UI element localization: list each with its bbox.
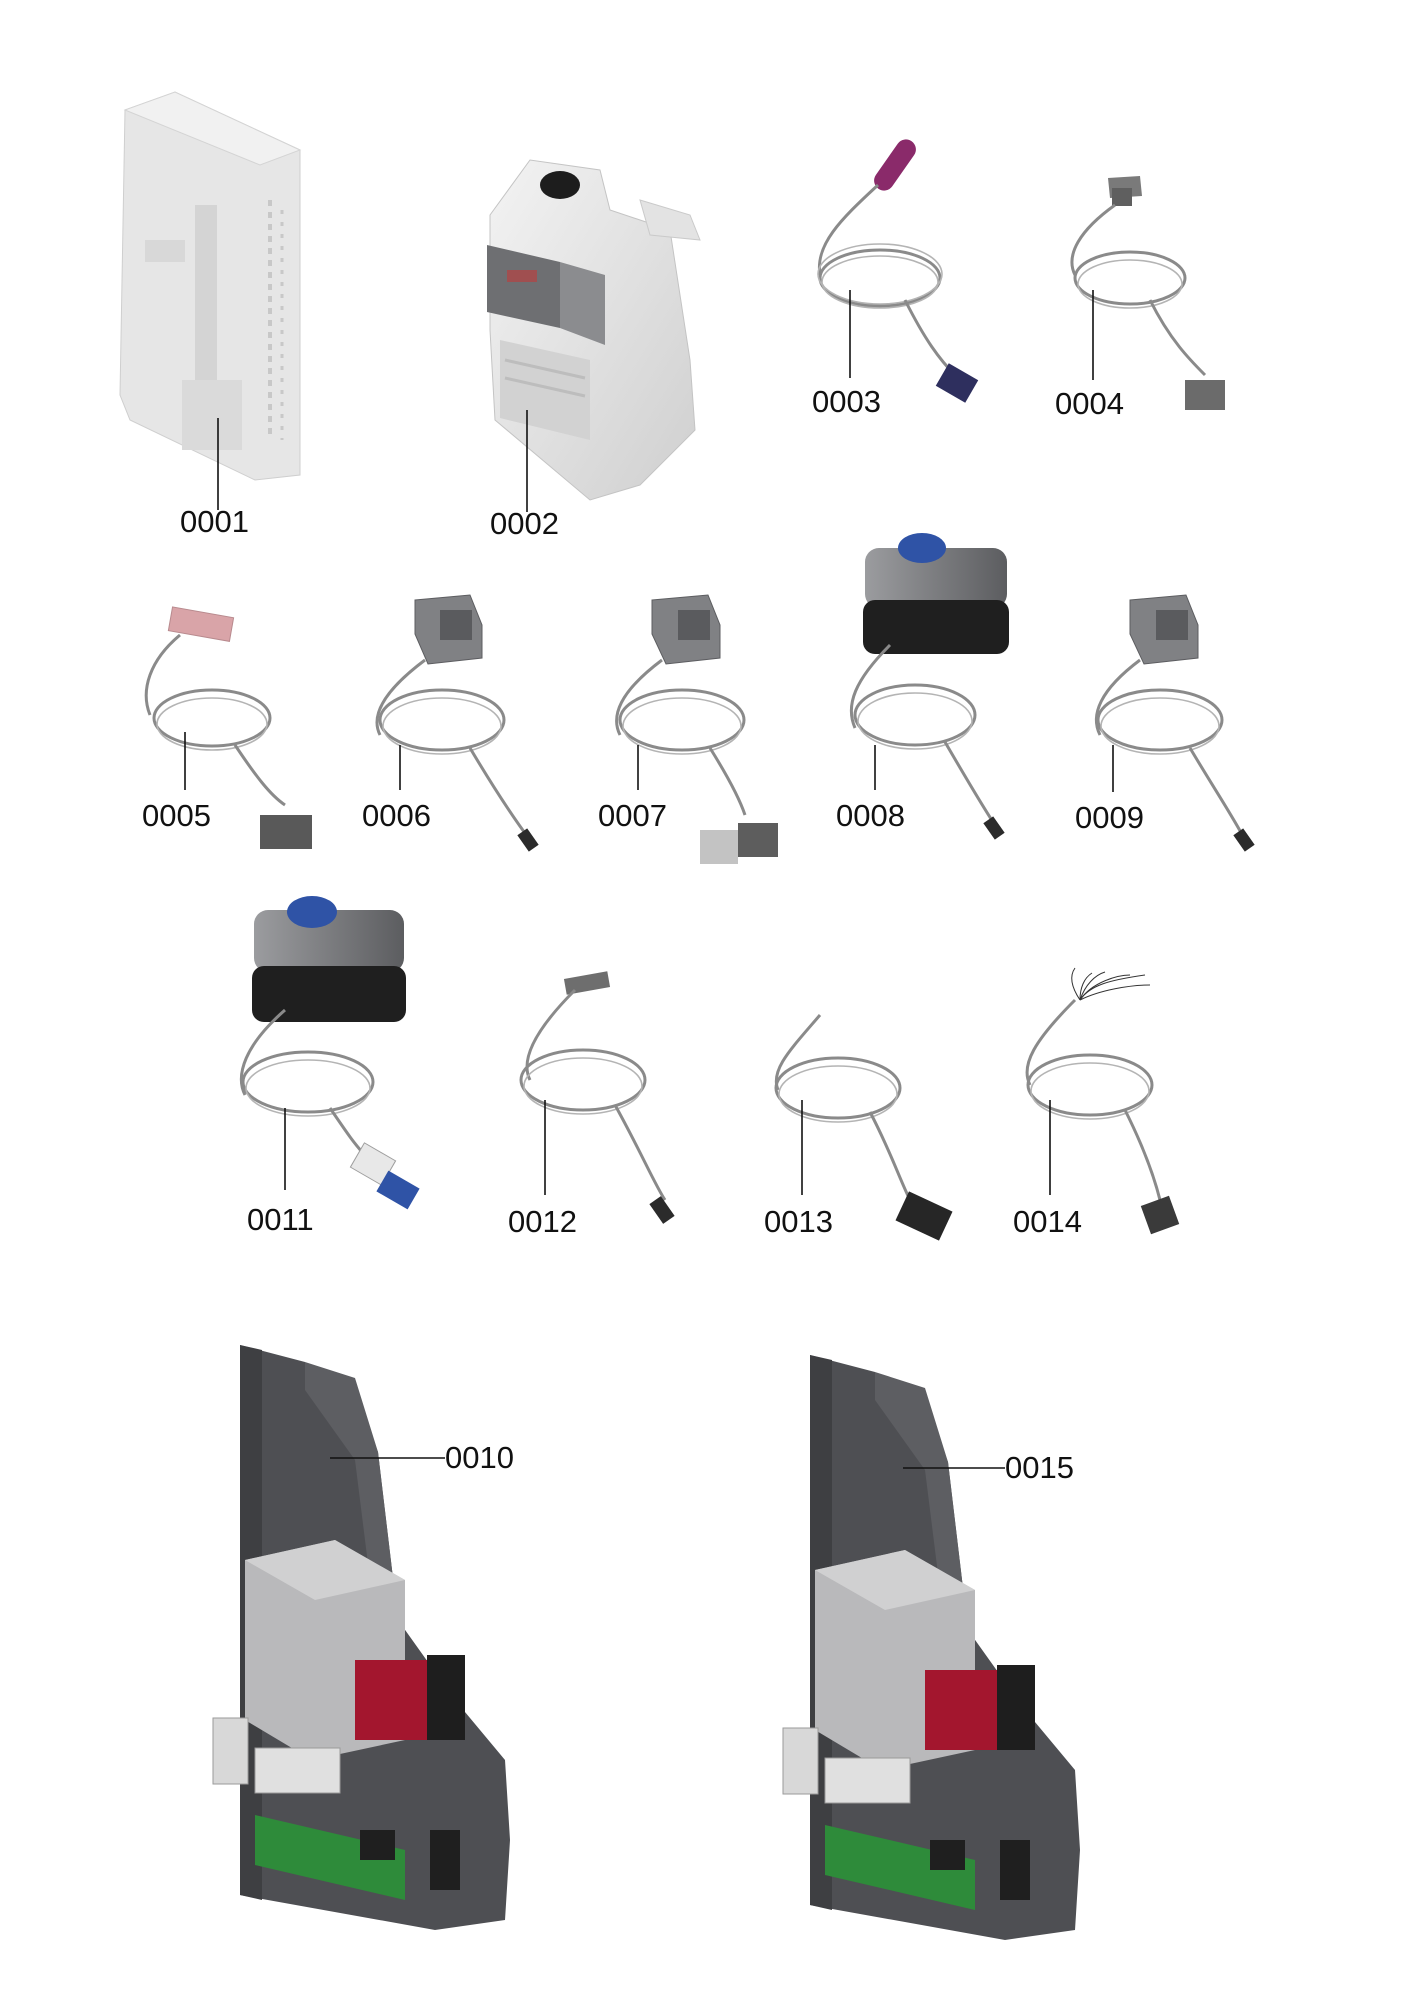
- cable-actuator-illustration: [849, 533, 1009, 840]
- part-label: 0003: [812, 384, 881, 419]
- part-label: 0004: [1055, 386, 1124, 421]
- part-label: 0014: [1013, 1204, 1082, 1239]
- part-0010: 0010: [212, 1345, 514, 1930]
- cable-flat-connector-illustration: [519, 971, 675, 1224]
- part-label: 0013: [764, 1204, 833, 1239]
- control-unit-illustration: [487, 159, 701, 501]
- cable-din-illustration: [375, 594, 539, 852]
- part-label: 0006: [362, 798, 431, 833]
- part-label: 0009: [1075, 800, 1144, 835]
- part-label: 0005: [142, 798, 211, 833]
- part-0014: 0013: [764, 1014, 953, 1241]
- part-0012: 0011: [239, 896, 420, 1237]
- mounting-plate-illustration: [212, 1345, 510, 1930]
- cable-din-illustration: [1094, 594, 1255, 852]
- part-0003: 0003: [812, 139, 979, 419]
- part-0011: 0015: [782, 1355, 1080, 1940]
- part-label: 0015: [1005, 1450, 1074, 1485]
- part-0006: 0006: [362, 594, 539, 852]
- cable-black-plug-illustration: [774, 1014, 953, 1241]
- cable-pink-illustration: [144, 606, 312, 849]
- part-0004: 0004: [1055, 176, 1225, 421]
- part-label: 0008: [836, 798, 905, 833]
- cable-din-double-illustration: [615, 594, 778, 864]
- part-label: 0002: [490, 506, 559, 541]
- part-0009: 0009: [1075, 594, 1255, 852]
- part-label: 0010: [445, 1440, 514, 1475]
- part-0002: 0002: [487, 159, 701, 541]
- part-0013: 0012: [508, 971, 675, 1239]
- part-label: 0007: [598, 798, 667, 833]
- cable-probe-illustration: [817, 139, 979, 403]
- part-0005: 0005: [142, 606, 312, 849]
- part-label: 0011: [247, 1202, 314, 1237]
- cable-actuator-blue-illustration: [239, 896, 420, 1210]
- cable-sensor-illustration: [1070, 176, 1225, 410]
- part-label: 0001: [180, 504, 249, 539]
- part-0008: 0008: [836, 533, 1009, 840]
- cable-open-wires-illustration: [1025, 967, 1180, 1235]
- part-label: 0012: [508, 1204, 577, 1239]
- part-0007: 0007: [598, 594, 778, 864]
- part-0001: 0001: [119, 91, 302, 539]
- housing-base-illustration: [119, 91, 302, 481]
- part-0015: 0014: [1013, 967, 1180, 1239]
- mounting-plate-illustration: [782, 1355, 1080, 1940]
